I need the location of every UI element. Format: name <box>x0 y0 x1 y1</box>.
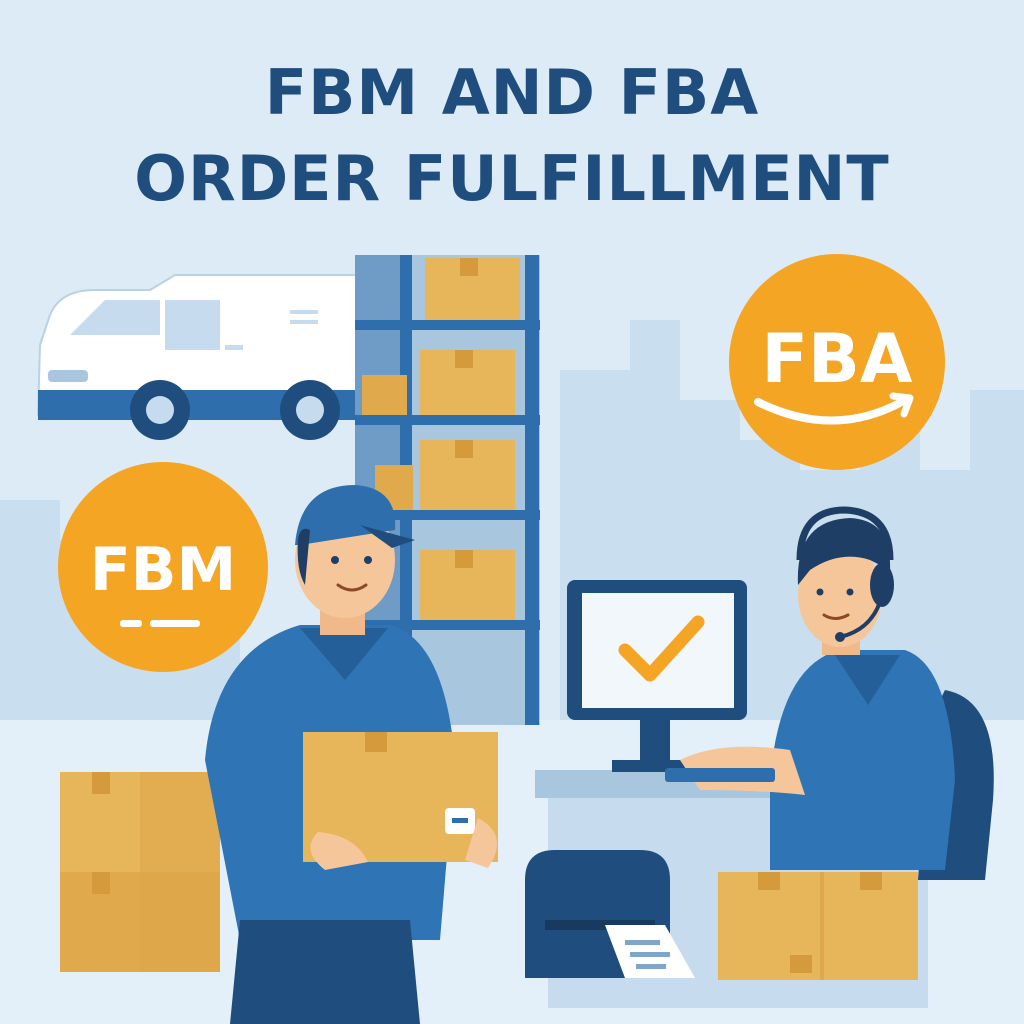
delivery-van-icon <box>36 274 363 440</box>
fba-badge: FBA <box>729 254 945 470</box>
fbm-badge: FBM <box>58 462 268 672</box>
checkmark-monitor-icon <box>567 580 747 772</box>
title-line-1: FBM AND FBA <box>264 56 760 129</box>
stacked-boxes <box>60 772 220 972</box>
headset-operator-icon <box>665 506 994 880</box>
desk-boxes <box>718 872 918 980</box>
smile-arrow-icon <box>754 396 909 425</box>
title-line-2: ORDER FULFILLMENT <box>134 142 890 215</box>
fbm-badge-label: FBM <box>90 535 236 605</box>
dash-underline-icon <box>120 620 200 627</box>
warehouse-worker-icon <box>205 485 498 1024</box>
label-printer-icon <box>525 850 695 978</box>
fba-badge-label: FBA <box>762 320 913 399</box>
